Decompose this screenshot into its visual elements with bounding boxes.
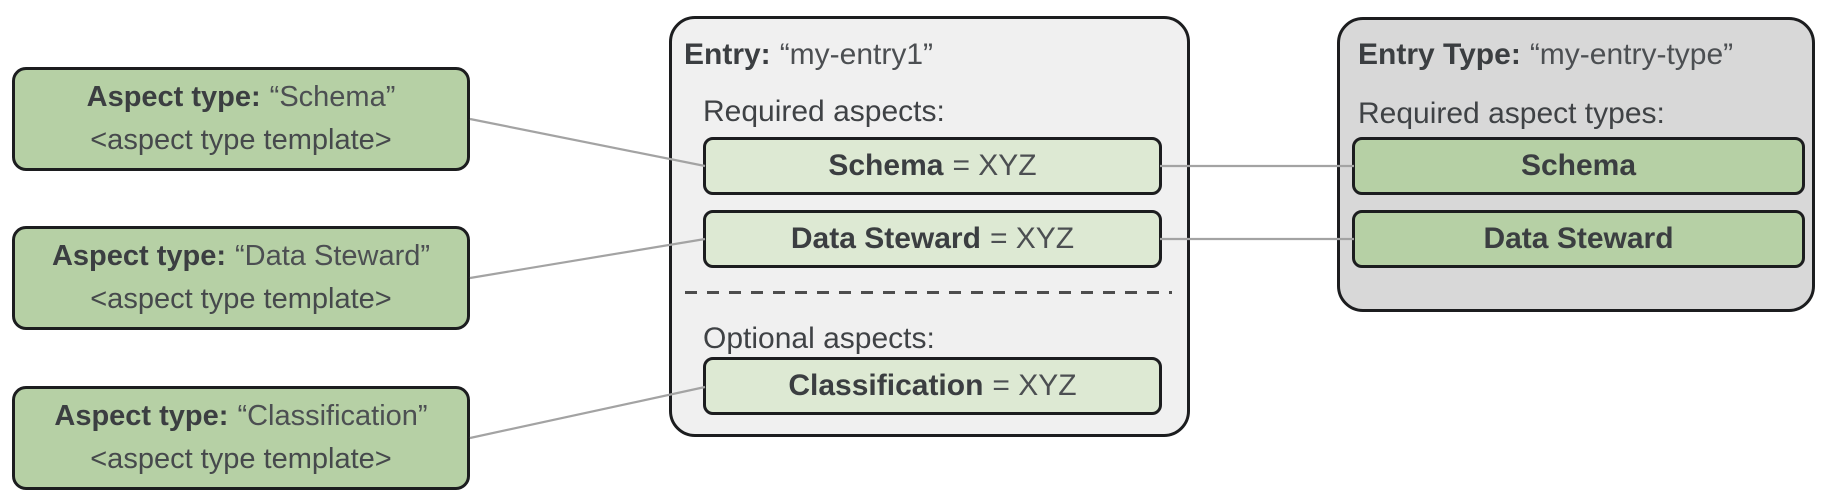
aspect-chip-name: Data Steward	[790, 222, 981, 255]
entry-title-value: “my-entry1”	[779, 38, 934, 71]
entry-card: Entry:“my-entry1” Required aspects: Sche…	[669, 16, 1190, 437]
aspect-type-label: Aspect type:	[54, 399, 229, 432]
entry-type-card-title: Entry Type:“my-entry-type”	[1358, 38, 1733, 72]
dashed-divider	[685, 291, 1172, 294]
entry-title-label: Entry:	[684, 38, 771, 71]
entry-type-card: Entry Type:“my-entry-type” Required aspe…	[1337, 17, 1815, 312]
required-aspects-label: Required aspects:	[703, 95, 945, 128]
aspect-type-template: <aspect type template>	[90, 282, 392, 315]
aspect-type-label: Aspect type:	[51, 239, 227, 272]
aspect-chip-value: = XYZ	[989, 222, 1075, 255]
aspect-type-name: “Data Steward”	[235, 239, 431, 272]
optional-aspects-label: Optional aspects:	[703, 322, 935, 355]
required-aspect-types-label: Required aspect types:	[1358, 97, 1665, 130]
entry-type-title-value: “my-entry-type”	[1529, 38, 1734, 71]
aspect-chip-value: = XYZ	[992, 369, 1077, 402]
entry-card-title: Entry:“my-entry1”	[684, 38, 933, 72]
entry-type-title-label: Entry Type:	[1358, 38, 1521, 71]
aspect-chip-classification: Classification= XYZ	[703, 357, 1162, 415]
aspect-type-card-title: Aspect type:“Classification”	[54, 399, 428, 433]
aspect-type-card-data-steward: Aspect type:“Data Steward” <aspect type …	[12, 226, 470, 330]
aspect-type-card-title: Aspect type:“Schema”	[86, 80, 396, 114]
aspect-type-name: “Classification”	[237, 399, 428, 432]
aspect-type-card-schema: Aspect type:“Schema” <aspect type templa…	[12, 67, 470, 171]
aspect-chip-schema: Schema= XYZ	[703, 137, 1162, 195]
aspect-type-template: <aspect type template>	[90, 442, 392, 475]
aspect-chip-data-steward: Data Steward= XYZ	[703, 210, 1162, 268]
aspect-chip-value: = XYZ	[952, 149, 1037, 182]
aspect-type-label: Aspect type:	[86, 80, 261, 113]
aspect-type-card-classification: Aspect type:“Classification” <aspect typ…	[12, 386, 470, 490]
aspect-chip-name: Schema	[828, 149, 944, 182]
aspect-chip-name: Classification	[788, 369, 984, 402]
aspect-type-name: “Schema”	[269, 80, 396, 113]
aspect-type-card-title: Aspect type:“Data Steward”	[51, 239, 431, 273]
aspect-type-template: <aspect type template>	[90, 123, 392, 156]
aspect-type-chip-data-steward: Data Steward	[1352, 210, 1805, 268]
aspect-type-chip-schema: Schema	[1352, 137, 1805, 195]
